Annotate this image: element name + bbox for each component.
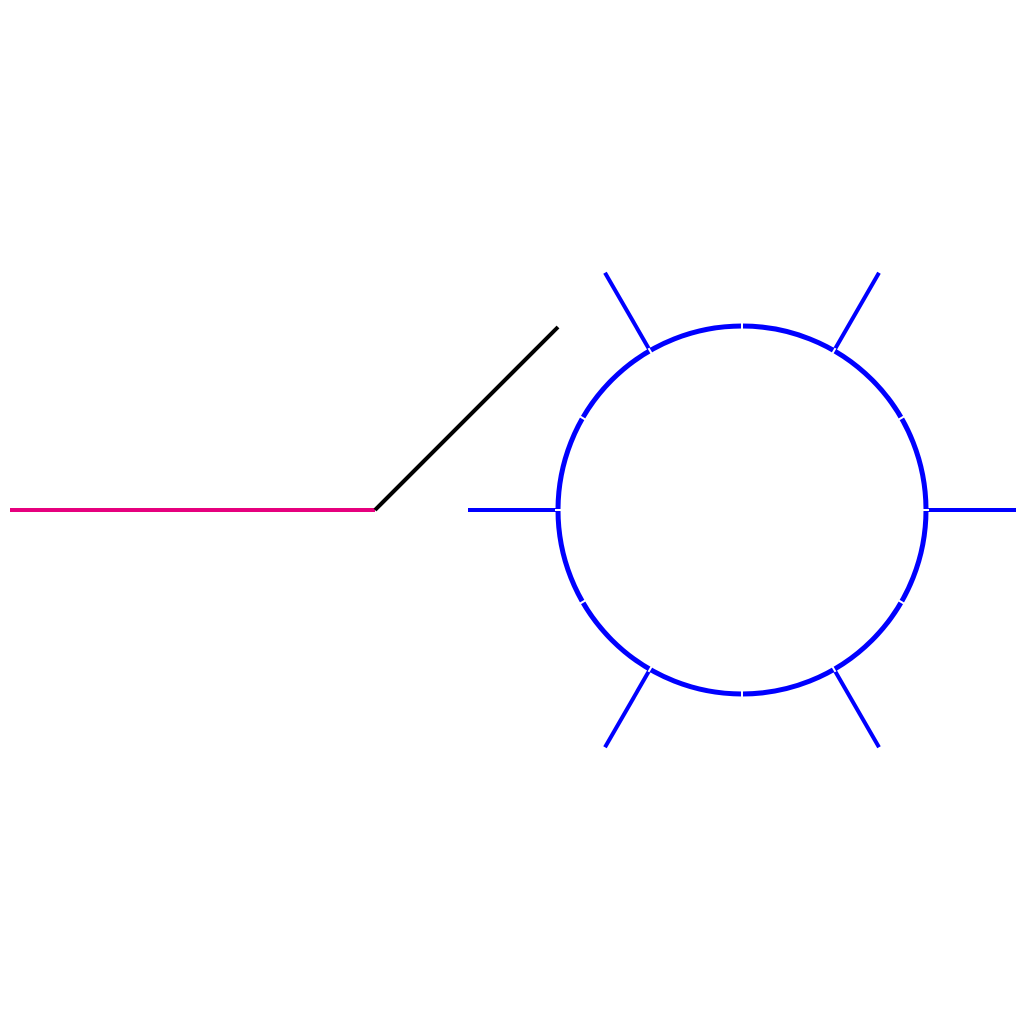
radial-stub: [603, 271, 652, 352]
radial-stub: [832, 668, 881, 749]
ring-gap-mark: [579, 415, 586, 421]
ring-gap-mark: [647, 347, 653, 354]
ring-gap-mark: [831, 347, 837, 354]
radial-stubs: [468, 271, 1016, 749]
loop-element: [468, 271, 1016, 749]
radial-stub: [603, 668, 652, 749]
ring-gap-mark: [579, 599, 586, 605]
ring-gap-mark: [831, 666, 837, 673]
switch-blade: [373, 325, 560, 512]
radial-stub: [832, 271, 881, 352]
ring-gap-mark: [647, 666, 653, 673]
ring-gap-mark: [898, 415, 905, 421]
ring-gap-mark: [898, 599, 905, 605]
ring-gap-marks: [555, 323, 929, 697]
